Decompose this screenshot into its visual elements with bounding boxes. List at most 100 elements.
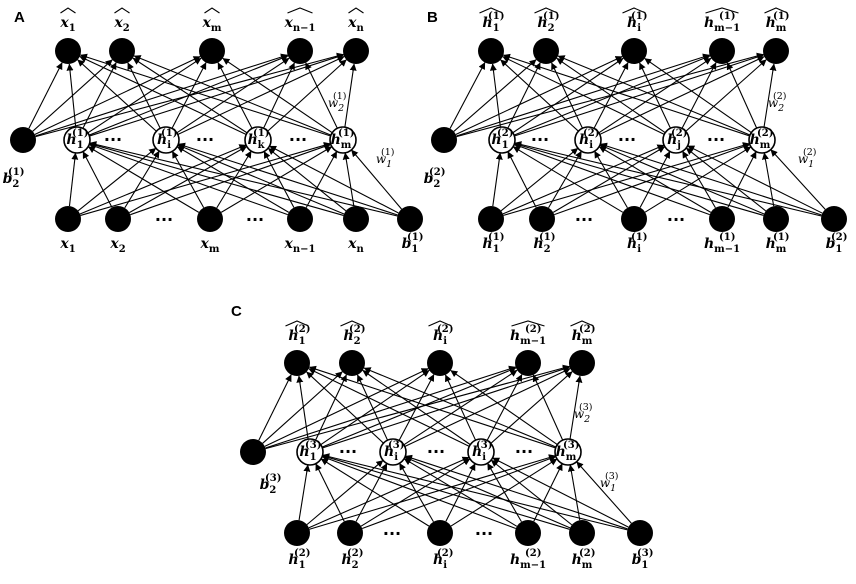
connection-arrow — [263, 62, 295, 129]
connection-arrow — [68, 152, 79, 207]
output-node — [287, 38, 313, 64]
input-bias-node — [821, 206, 847, 232]
svg-text:(2): (2) — [803, 147, 816, 158]
connection-arrow — [727, 151, 757, 208]
connection-arrow — [599, 56, 765, 135]
svg-text:h2: h2 — [341, 552, 358, 571]
input-node — [427, 520, 453, 546]
weight-label-bottom: w1(2) — [798, 147, 817, 170]
svg-text:w2: w2 — [328, 96, 344, 114]
svg-text:(2): (2) — [757, 128, 773, 139]
svg-text:(1): (1) — [719, 232, 735, 243]
ellipsis: ··· — [515, 442, 533, 461]
input-label: hi(2) — [433, 548, 453, 571]
svg-text:h2: h2 — [537, 15, 554, 34]
connection-arrow — [687, 145, 823, 214]
svg-text:hi: hi — [384, 444, 398, 463]
weight-label-top: w2(1) — [328, 91, 347, 114]
output-node — [569, 350, 595, 376]
svg-text:h1: h1 — [482, 236, 499, 255]
hidden-node-label: hk(1) — [247, 128, 269, 151]
svg-text:(1): (1) — [72, 128, 88, 139]
svg-text:(2): (2) — [671, 128, 687, 139]
svg-text:(2): (2) — [773, 91, 786, 102]
connection-arrow — [363, 367, 557, 448]
svg-text:xn: xn — [347, 236, 364, 255]
connection-arrow — [554, 143, 751, 216]
connection-arrow — [350, 149, 403, 210]
output-node — [339, 350, 365, 376]
input-node — [709, 206, 735, 232]
input-label: hm−1(2) — [510, 548, 546, 571]
hidden-bias-label: b2(2) — [424, 167, 446, 190]
hidden-node — [662, 126, 690, 154]
svg-text:(3): (3) — [305, 440, 321, 451]
connection-arrow — [217, 62, 253, 129]
hidden-node-label: hm(1) — [331, 128, 355, 151]
connection-arrow — [222, 57, 333, 134]
connection-arrow — [82, 151, 113, 208]
connection-arrow — [726, 62, 758, 129]
svg-text:(1): (1) — [338, 128, 354, 139]
connection-arrow — [361, 455, 557, 529]
svg-text:xn−1: xn−1 — [284, 236, 316, 255]
weight-label-top: w2(3) — [574, 402, 593, 425]
ellipsis: ··· — [475, 524, 493, 543]
svg-text:(1): (1) — [253, 128, 269, 139]
ellipsis: ··· — [289, 130, 307, 149]
hidden-node — [554, 438, 582, 466]
svg-text:hi: hi — [627, 236, 641, 255]
connection-arrow — [356, 374, 389, 441]
connection-arrow — [514, 142, 764, 216]
input-node — [478, 206, 504, 232]
svg-text:x1: x1 — [59, 15, 75, 34]
output-label: x2 — [113, 7, 130, 34]
connection-arrow — [220, 146, 333, 213]
hidden-node — [467, 438, 495, 466]
svg-text:h1: h1 — [288, 552, 305, 571]
hidden-node — [748, 126, 776, 154]
output-label: h1(2) — [285, 320, 310, 347]
input-node — [515, 520, 541, 546]
connection-arrow — [342, 152, 355, 207]
svg-text:xm: xm — [202, 15, 222, 34]
connection-arrow — [344, 63, 357, 128]
svg-text:(2): (2) — [294, 324, 310, 335]
connection-arrow — [576, 461, 632, 524]
input-label: h1(2) — [288, 548, 310, 571]
connection-arrow — [512, 146, 624, 213]
connection-arrow — [569, 375, 583, 440]
connection-arrow — [644, 146, 752, 213]
svg-text:(1): (1) — [161, 128, 177, 139]
hidden-node-label: hi(3) — [384, 440, 404, 463]
svg-text:h1: h1 — [299, 444, 316, 463]
svg-text:(1): (1) — [407, 232, 423, 243]
ellipsis: ··· — [383, 524, 401, 543]
svg-text:w2: w2 — [768, 96, 784, 114]
connection-arrow — [35, 53, 288, 137]
output-label: xm — [202, 7, 222, 34]
svg-text:(3): (3) — [563, 440, 579, 451]
connection-arrow — [360, 458, 471, 527]
connection-arrow — [28, 62, 63, 129]
weight-label-bottom: w1(1) — [376, 147, 395, 170]
svg-text:hi: hi — [579, 132, 593, 151]
ellipsis: ··· — [618, 130, 636, 149]
connection-arrow — [262, 371, 343, 444]
svg-text:x1: x1 — [59, 236, 75, 255]
connection-arrow — [490, 371, 573, 444]
svg-text:h2: h2 — [343, 328, 360, 347]
svg-text:(2): (2) — [347, 548, 363, 559]
input-node — [337, 520, 363, 546]
output-node — [533, 38, 559, 64]
svg-text:(2): (2) — [294, 548, 310, 559]
connection-arrow — [492, 152, 503, 207]
hidden-node-label: hj(2) — [667, 128, 687, 151]
ellipsis: ··· — [196, 130, 214, 149]
hidden-node-label: hi(3) — [472, 440, 492, 463]
connection-arrow — [503, 142, 750, 216]
svg-text:(2): (2) — [831, 232, 847, 243]
panel-label: B — [427, 9, 438, 26]
connection-arrow — [89, 53, 344, 137]
output-label: xn — [347, 7, 365, 34]
